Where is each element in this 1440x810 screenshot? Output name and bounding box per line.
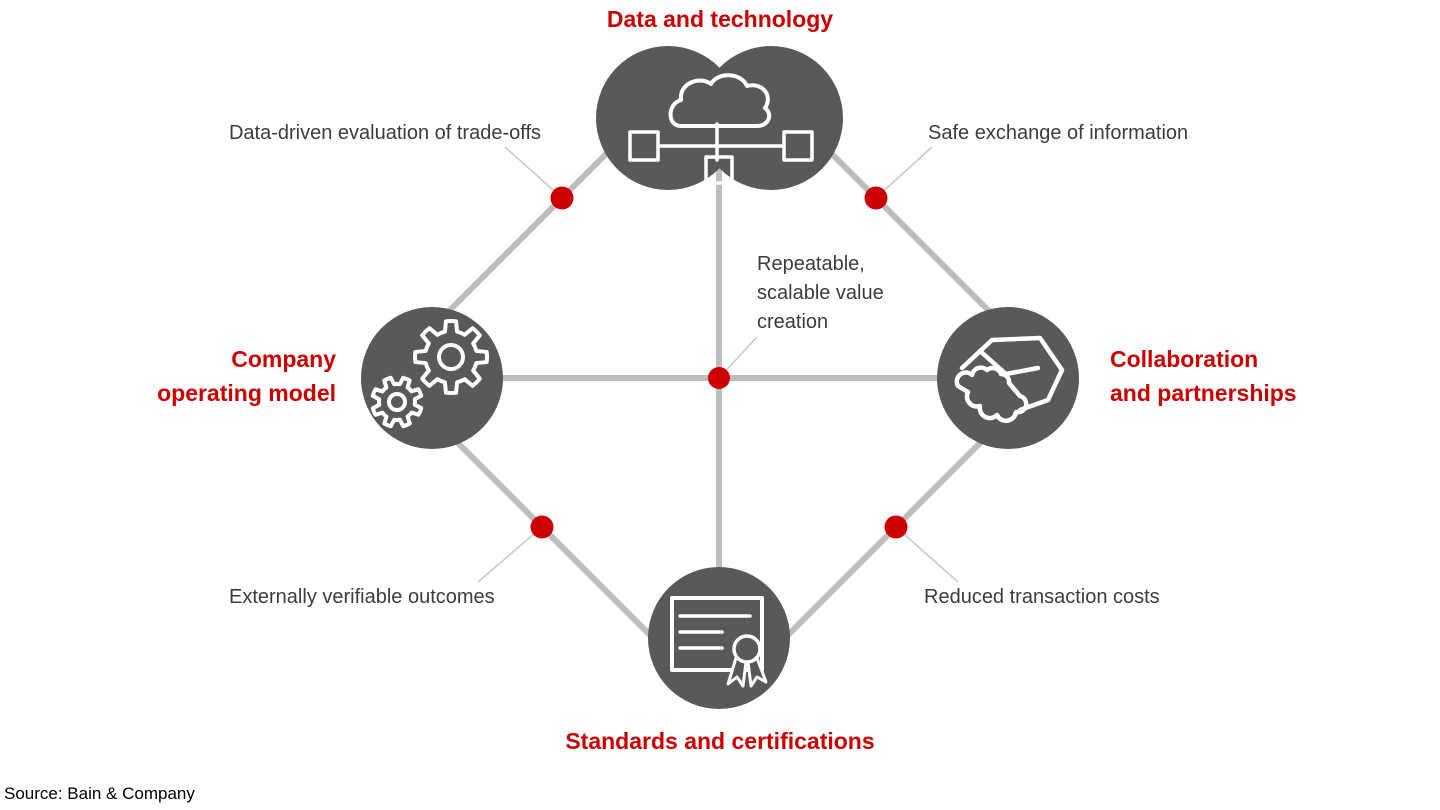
certificate-icon: [670, 596, 768, 688]
node-circle: [699, 46, 843, 190]
edge-bottom-left: [447, 432, 658, 643]
edge-label-bottom-left: Externally verifiable outcomes: [229, 586, 495, 608]
connector-dot-center: [708, 367, 730, 389]
leader-top-right: [875, 146, 933, 199]
handshake-icon: [954, 335, 1065, 423]
leader-bottom-left: [477, 526, 543, 583]
node-circle: [361, 307, 503, 449]
node-collaboration-partnerships: [937, 307, 1079, 449]
edge-bottom-right: [780, 432, 991, 643]
gears-icon: [370, 319, 489, 429]
leader-top-left: [504, 146, 563, 199]
node-title-data-technology: Data and technology: [606, 6, 834, 32]
leader-bottom-right: [895, 526, 959, 583]
connector-dot-bottom-left: [530, 515, 554, 539]
connector-dots: [530, 186, 908, 539]
center-label: Repeatable, scalable value creation: [757, 253, 884, 333]
node-standards-certifications: [648, 567, 790, 709]
node-company-operating-model: [361, 307, 503, 449]
node-data-technology: [596, 46, 843, 190]
cloud-network-icon: [628, 73, 814, 185]
edge-label-bottom-right: Reduced transaction costs: [924, 586, 1160, 608]
node-title-company-operating-model: Company operating model: [157, 346, 336, 406]
edge-top-right: [810, 132, 996, 318]
source-note: Source: Bain & Company: [4, 784, 195, 803]
node-circle: [648, 567, 790, 709]
connector-dot-bottom-right: [884, 515, 908, 539]
edge-label-top-right: Safe exchange of information: [928, 122, 1189, 144]
edge-label-top-left: Data-driven evaluation of trade-offs: [228, 122, 541, 144]
node-title-standards-certifications: Standards and certifications: [565, 728, 875, 754]
node-title-collaboration-partnerships: Collaboration and partnerships: [1110, 346, 1297, 406]
connector-dot-top-left: [550, 186, 574, 210]
edge-top-left: [442, 132, 628, 318]
connector-dot-top-right: [864, 186, 888, 210]
